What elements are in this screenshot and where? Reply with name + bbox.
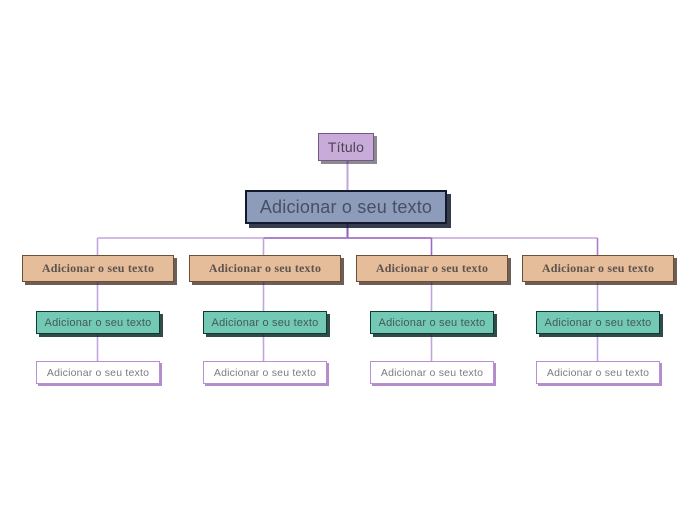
node-tan-2[interactable]: Adicionar o seu texto bbox=[189, 255, 341, 282]
node-tan-4[interactable]: Adicionar o seu texto bbox=[522, 255, 674, 282]
node-white-3[interactable]: Adicionar o seu texto bbox=[370, 361, 494, 384]
node-white-4[interactable]: Adicionar o seu texto bbox=[536, 361, 660, 384]
node-tan-1[interactable]: Adicionar o seu texto bbox=[22, 255, 174, 282]
node-white-1[interactable]: Adicionar o seu texto bbox=[36, 361, 160, 384]
node-main-topic[interactable]: Adicionar o seu texto bbox=[245, 190, 447, 224]
node-titulo[interactable]: Título bbox=[318, 133, 374, 161]
node-tan-3[interactable]: Adicionar o seu texto bbox=[356, 255, 508, 282]
node-teal-4[interactable]: Adicionar o seu texto bbox=[536, 311, 660, 334]
node-teal-2[interactable]: Adicionar o seu texto bbox=[203, 311, 327, 334]
node-teal-3[interactable]: Adicionar o seu texto bbox=[370, 311, 494, 334]
node-teal-1[interactable]: Adicionar o seu texto bbox=[36, 311, 160, 334]
node-white-2[interactable]: Adicionar o seu texto bbox=[203, 361, 327, 384]
